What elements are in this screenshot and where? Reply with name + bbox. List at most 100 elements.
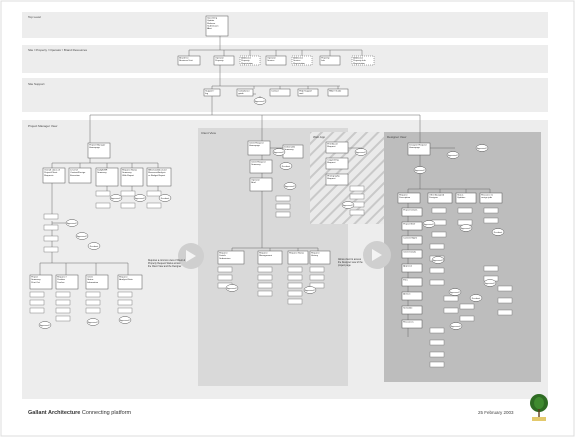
- annotation-note: Allows client to access: [338, 258, 362, 261]
- node-label: Project/Client: [44, 171, 57, 174]
- node-label: Registration: [353, 62, 365, 65]
- node-box: [42, 167, 66, 184]
- node-box: [291, 55, 313, 66]
- decision-label: Approved?: [450, 291, 461, 294]
- node-box: [217, 250, 245, 265]
- node-label: Resource to: [481, 194, 494, 197]
- node-label: Other Assigned: [429, 194, 445, 197]
- node-label: Homepage: [409, 147, 420, 149]
- node-box: [257, 250, 283, 265]
- detail-box: [29, 299, 45, 306]
- decision-label: Approved?: [285, 185, 296, 188]
- node-label: Upcoming: [207, 18, 218, 20]
- footer-subtitle: Connecting platform: [80, 410, 132, 416]
- node-label: Homepage: [249, 145, 260, 147]
- lane-top-level: [22, 12, 548, 38]
- detail-box: [29, 291, 45, 298]
- diagram-node: Client Details: [401, 249, 423, 259]
- detail-box: [429, 267, 445, 274]
- node-label: Request Status: [289, 252, 305, 255]
- node-label: Summary: [284, 148, 294, 151]
- decision-oval: [272, 148, 286, 156]
- detail-box: [95, 190, 111, 197]
- node-box: [287, 250, 309, 265]
- node-label: Compliance: [238, 91, 250, 93]
- decision-label: Approved?: [433, 259, 444, 262]
- detail-box: [275, 195, 291, 202]
- node-label: Update: [207, 19, 215, 22]
- detail-box: [43, 235, 59, 242]
- detail-box: [287, 282, 303, 289]
- node-label: Client: [87, 276, 93, 279]
- node-label: Brand list: [179, 57, 189, 60]
- node-label: Client Details: [403, 251, 417, 254]
- node-label: Resources: [403, 321, 414, 324]
- diagram-node: Request Status: [287, 250, 309, 265]
- decision-oval: [459, 224, 473, 232]
- node-label: Operator: [251, 179, 260, 182]
- diagram-node: Contact: [269, 88, 291, 97]
- node-label: Schedule: [403, 308, 413, 310]
- detail-box: [483, 265, 499, 272]
- node-label: Management: [259, 254, 272, 257]
- node-label: Level of: [70, 170, 78, 172]
- node-label: Property Info: [353, 59, 366, 62]
- decision-oval: [483, 279, 497, 287]
- detail-box: [117, 307, 133, 314]
- diagram-node: Archive: [401, 291, 423, 301]
- node-label: Tracker: [57, 281, 65, 284]
- detail-box: [429, 243, 445, 250]
- node-label: Request: [327, 177, 336, 180]
- arrow-icon: [186, 250, 196, 262]
- node-label: Additional: [241, 57, 251, 60]
- detail-box: [55, 299, 71, 306]
- node-label: Web Report: [122, 174, 134, 177]
- node-box: [95, 167, 119, 187]
- node-label: Designer Request: [409, 144, 427, 147]
- detail-box: [120, 202, 136, 209]
- detail-box: [457, 219, 473, 226]
- plant-logo-icon: [530, 394, 548, 421]
- zone-label: Client View: [201, 131, 217, 135]
- decision-label: Approved?: [88, 321, 99, 324]
- node-box: [401, 235, 423, 245]
- node-label: Daily/DBR: [97, 170, 108, 172]
- node-box: [29, 274, 53, 290]
- detail-box: [55, 291, 71, 298]
- node-label: Designer: [429, 196, 438, 199]
- node-box: [325, 141, 349, 154]
- detail-box: [29, 307, 45, 314]
- node-label: Additional: [293, 57, 303, 60]
- node-label: Brief: [251, 181, 256, 184]
- node-label: Request: [399, 194, 408, 197]
- detail-box: [95, 202, 111, 209]
- node-label: Request: [119, 276, 128, 279]
- node-box: [325, 173, 349, 186]
- node-label: Request: [259, 252, 268, 255]
- annotation-note: Property Request Status across: [148, 262, 181, 265]
- detail-box: [257, 282, 273, 289]
- detail-box: [309, 274, 325, 281]
- node-label: Request /: [57, 276, 67, 279]
- decision-label: Approved?: [424, 223, 435, 226]
- node-label: Content Mgmt: [403, 237, 417, 240]
- detail-box: [257, 274, 273, 281]
- decision-oval: [354, 148, 368, 156]
- node-box: [85, 274, 109, 290]
- node-label: Details: [219, 254, 227, 257]
- decision-oval: [158, 194, 172, 202]
- decision-oval: [469, 294, 483, 302]
- node-box: [205, 15, 229, 37]
